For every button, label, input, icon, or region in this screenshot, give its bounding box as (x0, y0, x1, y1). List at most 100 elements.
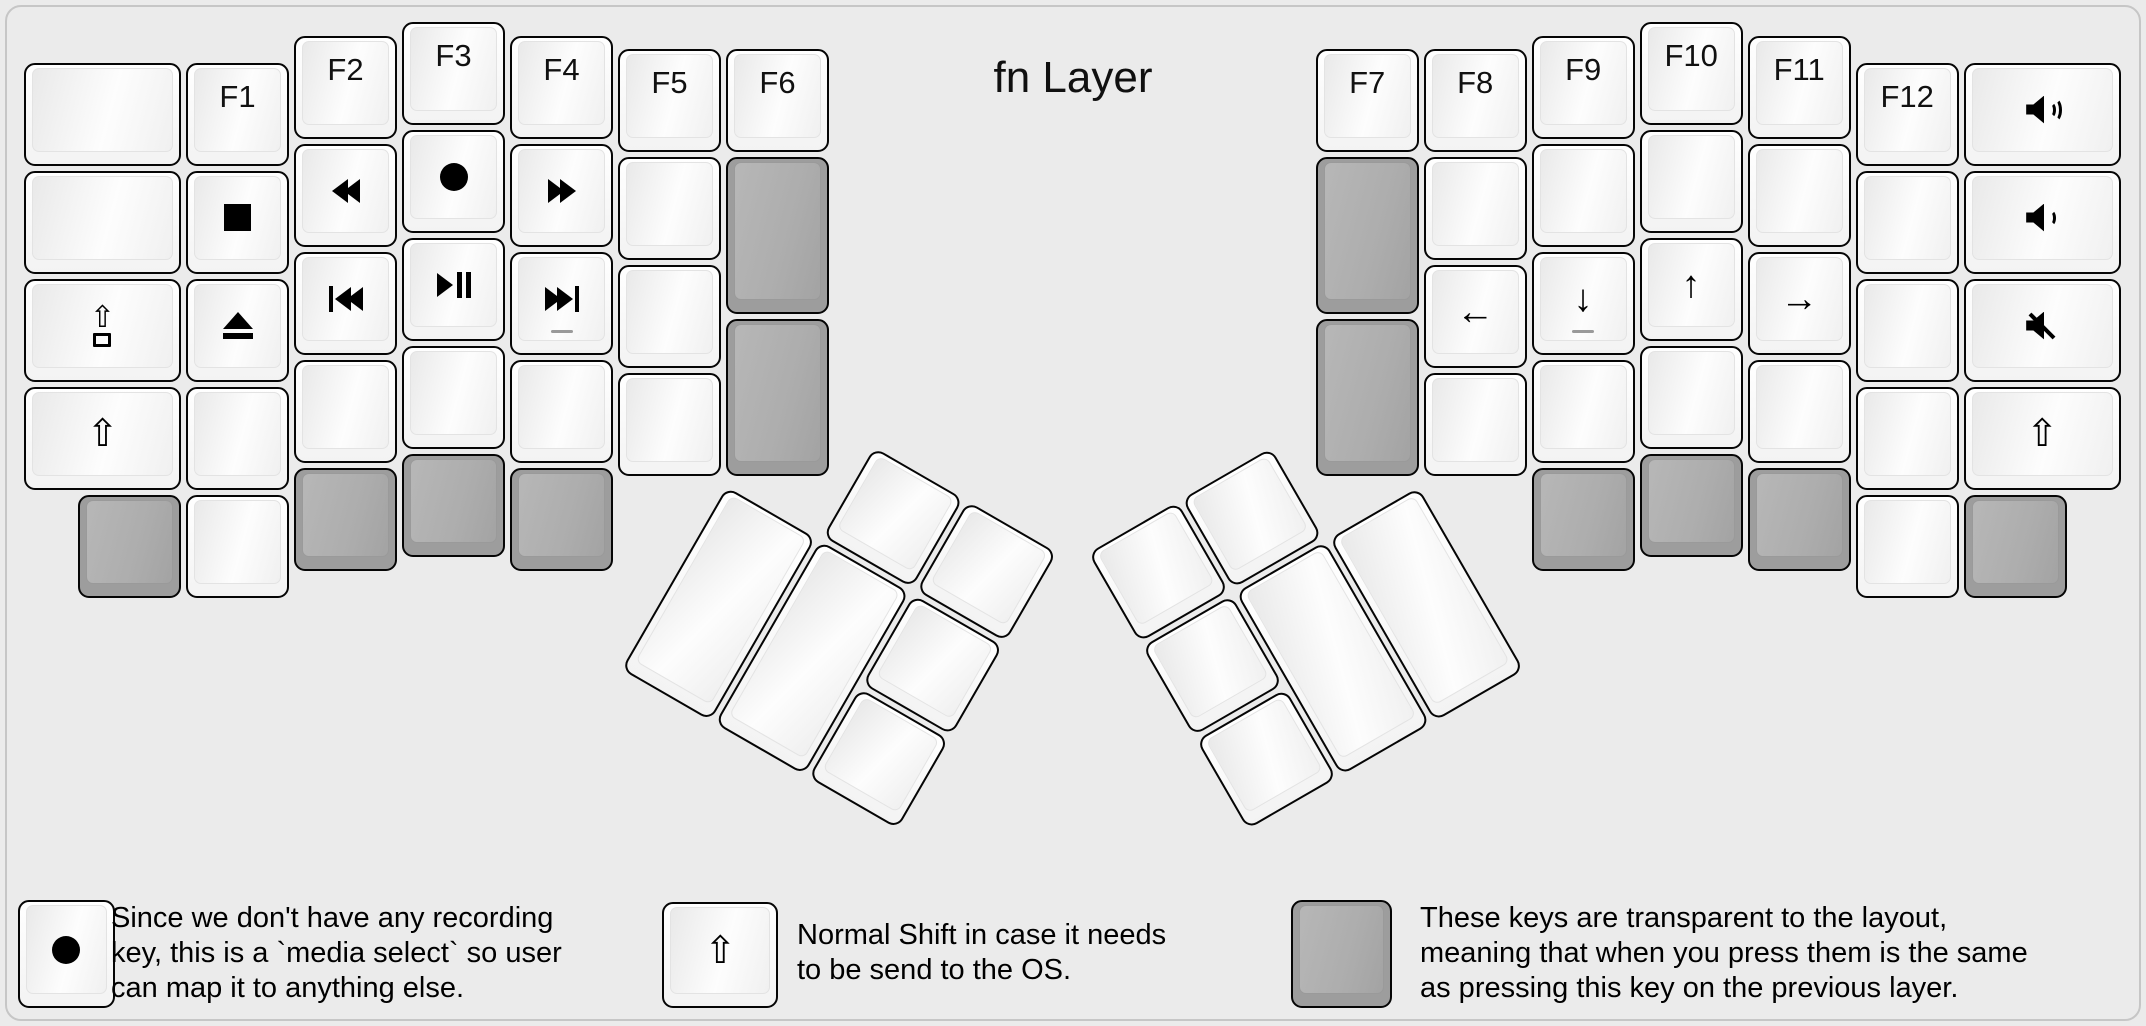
key-f12[interactable]: F12 (1855, 62, 1959, 166)
key-arrow-up[interactable]: ↑ (1639, 238, 1743, 341)
key-transparent-l-bottom-2[interactable] (294, 467, 397, 571)
key-blank-r-c8-r2[interactable] (1423, 157, 1527, 260)
icon-part (574, 285, 579, 312)
key-shift-right[interactable]: ⇧ (1963, 386, 2121, 490)
keycap-surface (1971, 499, 2059, 584)
key-f7[interactable]: F7 (1315, 49, 1419, 152)
key-transparent-r-bottom-2[interactable] (1639, 454, 1743, 557)
key-f8[interactable]: F8 (1423, 49, 1527, 152)
key-transparent-l-bottom-4[interactable] (510, 467, 613, 571)
key-f4[interactable]: F4 (510, 35, 613, 139)
key-play-pause[interactable] (402, 238, 505, 341)
keycap-surface: ⇧ (670, 907, 771, 995)
key-blank-l-c3-r4[interactable] (402, 346, 505, 449)
key-media-select-record[interactable] (402, 130, 505, 233)
key-arrow-left[interactable]: ← (1423, 265, 1527, 368)
key-caps-lock[interactable]: ⇧ (24, 278, 181, 382)
key-transparent-l-inner-1[interactable] (726, 157, 829, 314)
icon-part (439, 163, 468, 191)
key-arrow-right[interactable]: → (1747, 251, 1851, 355)
icon-part: ⇧ (89, 301, 116, 334)
legend-key-record[interactable] (17, 900, 116, 1009)
key-blank-top-left-1[interactable] (24, 62, 181, 166)
key-blank-r-c9-r2[interactable] (1531, 143, 1635, 247)
key-blank-r-bottom[interactable] (1855, 494, 1959, 598)
key-f9[interactable]: F9 (1531, 35, 1635, 139)
key-blank-r-c12-r3[interactable] (1855, 278, 1959, 382)
key-volume-up[interactable] (1963, 62, 2121, 166)
key-eject[interactable] (186, 278, 289, 382)
icon-part (436, 273, 453, 297)
keycap-surface (32, 175, 173, 260)
key-blank-l-c5-r3[interactable] (618, 265, 721, 368)
key-transparent-r-bottom-1[interactable] (1531, 467, 1635, 571)
key-transparent-r-bottom-3[interactable] (1747, 467, 1851, 571)
legend-key-shift[interactable]: ⇧ (662, 902, 779, 1009)
key-blank-l-c5-r4[interactable] (618, 373, 721, 476)
keycap-surface: → (1755, 256, 1843, 341)
keycap-surface (32, 67, 173, 152)
key-blank-r-c10-r2[interactable] (1639, 130, 1743, 233)
keycap-surface: F2 (302, 40, 389, 125)
key-next-track[interactable] (510, 251, 613, 355)
shift-icon: ⇧ (704, 932, 736, 970)
key-blank-r-c11-r2[interactable] (1747, 143, 1851, 247)
key-blank-l-c4-r4[interactable] (510, 359, 613, 463)
key-blank-top-left-2[interactable] (24, 170, 181, 274)
key-blank-r-c12-r2[interactable] (1855, 170, 1959, 274)
key-f3[interactable]: F3 (402, 22, 505, 125)
icon-part (222, 312, 253, 329)
key-blank-l-c1-r4[interactable] (186, 386, 289, 490)
keycap-surface (518, 364, 605, 449)
key-blank-r-c12-r4[interactable] (1855, 386, 1959, 490)
key-transparent-l-bottom-3[interactable] (402, 454, 505, 557)
key-arrow-down[interactable]: ↓ (1531, 251, 1635, 355)
key-stop[interactable] (186, 170, 289, 274)
key-label: F10 (1664, 38, 1718, 73)
icon-part (2026, 203, 2045, 232)
key-label: F1 (219, 78, 256, 114)
key-transparent-r-inner-2[interactable] (1315, 319, 1419, 476)
icon-part: ⇧ (86, 412, 119, 455)
icon-part: ↓ (1573, 277, 1593, 320)
keycap-surface (1971, 283, 2113, 368)
key-f11[interactable]: F11 (1747, 35, 1851, 139)
keycap-surface: F6 (734, 54, 821, 138)
key-transparent-l-inner-2[interactable] (726, 319, 829, 476)
key-prev-track[interactable] (294, 251, 397, 355)
keycap-surface (302, 364, 389, 449)
key-transparent-r-inner-1[interactable] (1315, 157, 1419, 314)
keycap-surface (1971, 175, 2113, 260)
key-f10[interactable]: F10 (1639, 22, 1743, 125)
key-blank-l-c5-r2[interactable] (618, 157, 721, 260)
key-mute[interactable] (1963, 278, 2121, 382)
key-label: F5 (651, 65, 688, 100)
key-transparent-r-bottom-4[interactable] (1963, 494, 2067, 598)
keycap-surface (1647, 459, 1735, 543)
key-f2[interactable]: F2 (294, 35, 397, 139)
key-fast-forward[interactable] (510, 143, 613, 247)
key-f5[interactable]: F5 (618, 49, 721, 152)
icon-part (465, 272, 471, 298)
keycap-surface: F3 (410, 27, 497, 111)
key-blank-r-c11-r4[interactable] (1747, 359, 1851, 463)
key-f6[interactable]: F6 (726, 49, 829, 152)
legend-key-transparent[interactable] (1290, 900, 1392, 1009)
key-blank-l-bottom[interactable] (186, 494, 289, 598)
key-volume-down[interactable] (1963, 170, 2121, 274)
keycap-surface (194, 391, 281, 476)
down-icon: ↓ (1574, 280, 1593, 318)
key-rewind[interactable] (294, 143, 397, 247)
key-blank-r-c9-r4[interactable] (1531, 359, 1635, 463)
key-shift-left[interactable]: ⇧ (24, 386, 181, 490)
key-transparent-l-bottom-1[interactable] (78, 494, 181, 598)
key-f1[interactable]: F1 (186, 62, 289, 166)
key-blank-r-c8-r4[interactable] (1423, 373, 1527, 476)
keycap-surface (1539, 364, 1627, 449)
icon-part: ⇧ (704, 929, 737, 972)
keycap-surface (410, 135, 497, 219)
key-blank-r-c10-r4[interactable] (1639, 346, 1743, 449)
key-blank-l-c2-r4[interactable] (294, 359, 397, 463)
keycap-surface (1298, 905, 1384, 995)
